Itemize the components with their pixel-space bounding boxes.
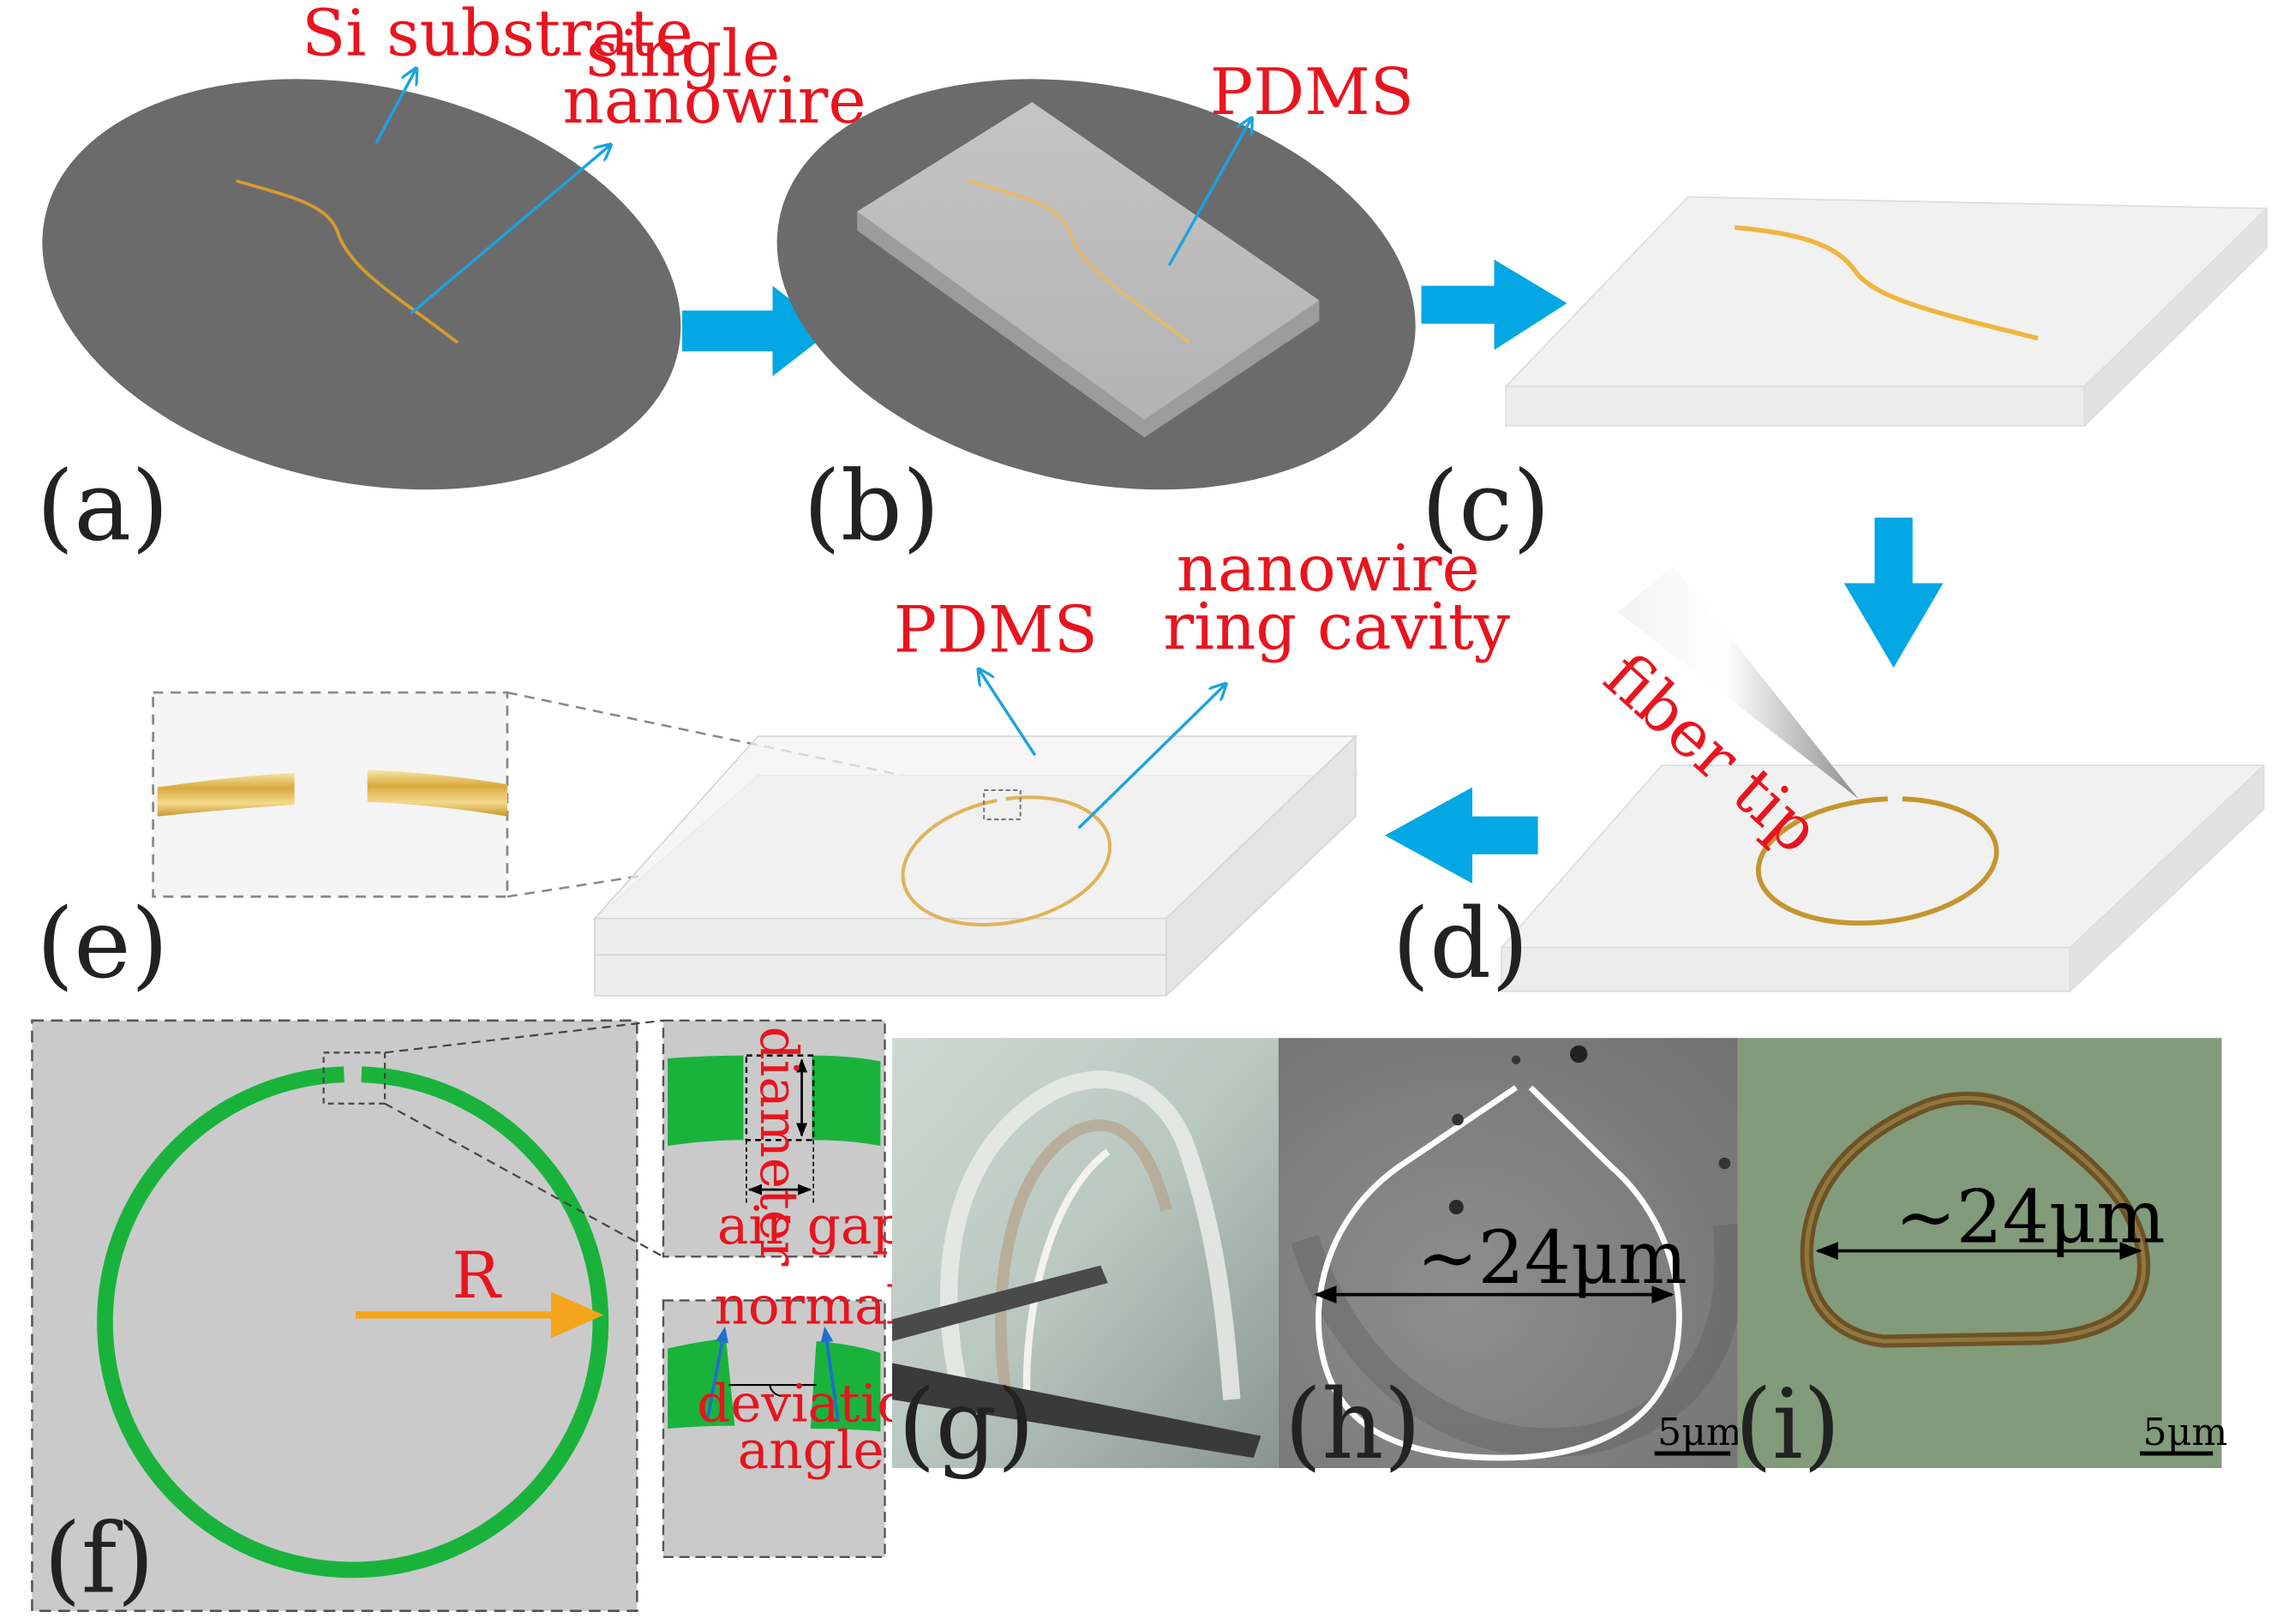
label-diameter: diameter — [748, 1027, 809, 1267]
label-air-gap: air gap — [717, 1196, 906, 1256]
scale-label-h: 5μm — [1657, 1411, 1742, 1454]
label-pdms-b: PDMS — [1210, 55, 1414, 129]
fiber-tip-cone — [1618, 566, 1859, 800]
process-arrow-bc — [1421, 259, 1567, 351]
panel-a: Si substrate single nanowire (a) — [37, 0, 866, 562]
label-ring-cavity: ring cavity — [1163, 590, 1510, 664]
pdms-c-front — [1505, 386, 2086, 427]
normal-arrow-right — [820, 1326, 840, 1422]
callout-ring-cavity — [1077, 686, 1225, 830]
panel-c: (c) — [1421, 195, 2269, 562]
inset-top-wire-left — [668, 1055, 744, 1147]
sem-dot-1 — [1570, 1045, 1588, 1064]
meas-label-i: ~24μm — [1895, 1175, 2165, 1260]
label-nanowire: nanowire — [563, 63, 866, 138]
panel-label-g: (g) — [898, 1369, 1034, 1481]
label-R: R — [452, 1238, 502, 1313]
meas-label-h: ~24μm — [1417, 1216, 1687, 1301]
tweezer-upper — [892, 1265, 1108, 1342]
nanowire-b — [968, 179, 1191, 345]
inset-deviation-angle: normal deviation angle — [662, 1276, 943, 1558]
panel-h-sem: ~24μm 5μm (h) — [1278, 1038, 1744, 1481]
panel-g-photo: (g) — [892, 1038, 1279, 1481]
sem-shadow — [1291, 1223, 1744, 1458]
callout-single-nanowire — [410, 146, 609, 315]
callout-si-substrate — [375, 70, 416, 144]
pdms-film-curl-outer — [939, 1070, 1241, 1402]
tweezer-lower — [892, 1363, 1261, 1459]
pdms-e-upper-top — [593, 735, 1358, 920]
panel-label-h: (h) — [1285, 1369, 1422, 1481]
pdms-d-right — [2069, 764, 2265, 993]
nanowire-c — [1734, 225, 2039, 341]
radius-arrowhead — [550, 1291, 604, 1339]
sem-dot-2 — [1511, 1055, 1521, 1064]
label-single: single — [586, 17, 781, 92]
pdms-d-front — [1501, 946, 2071, 992]
pdms-slab-side — [857, 211, 1320, 438]
panel-i-optical: ~24μm 5μm (i) — [1735, 1038, 2227, 1481]
leader-f-top — [384, 1019, 664, 1054]
panel-e: PDMS nanowire ring cavity (e) — [37, 531, 1511, 1000]
callout-pdms-e — [980, 671, 1037, 757]
panel-label-e: (e) — [37, 889, 169, 1000]
label-nanowire-e: nanowire — [1177, 531, 1480, 606]
callout-pdms-b — [1167, 120, 1250, 267]
label-pdms-e: PDMS — [894, 592, 1098, 667]
inset-bottom-wire-right — [810, 1341, 881, 1432]
label-angle: angle — [738, 1420, 884, 1481]
pdms-film-edge — [1022, 1148, 1111, 1422]
zoom-wire-left — [157, 772, 295, 817]
ring-gap-marker — [983, 789, 1022, 821]
panel-b: PDMS (b) — [776, 55, 1416, 562]
zoom-wire-right — [367, 770, 507, 817]
photo-h-bg — [1278, 1038, 1738, 1469]
scale-label-i: 5μm — [2143, 1411, 2228, 1454]
sem-dot-4 — [1448, 1200, 1464, 1215]
inset-diameter-airgap: diameter air gap — [662, 1019, 906, 1267]
panel-label-a: (a) — [37, 451, 170, 562]
panel-f: R (f) — [31, 1019, 664, 1615]
sem-dot-5 — [1718, 1157, 1731, 1170]
ring-i-highlight — [1804, 1095, 2147, 1344]
panel-f-frame — [31, 1019, 638, 1612]
sem-dot-3 — [1452, 1113, 1464, 1126]
normal-arrow-left — [705, 1326, 728, 1422]
panel-label-f: (f) — [44, 1504, 154, 1615]
label-normal: normal — [715, 1276, 903, 1337]
process-arrow-cd — [1843, 517, 1944, 668]
deviation-arc — [769, 1384, 788, 1397]
si-wafer-a — [42, 79, 681, 490]
leader-f-bottom — [384, 1102, 664, 1258]
pdms-c-right — [2083, 207, 2268, 428]
panel-label-d: (d) — [1392, 889, 1528, 1000]
inset-top-wire-right — [812, 1055, 881, 1147]
pdms-e-front — [594, 917, 1167, 997]
inset-top-gap-box — [745, 1054, 815, 1142]
ring-f — [97, 1066, 609, 1579]
nanowire-a — [236, 179, 459, 345]
panel-label-b: (b) — [803, 451, 939, 562]
panel-label-i: (i) — [1735, 1369, 1841, 1481]
panel-d: fiber tip (d) — [1392, 566, 2266, 1000]
process-arrow-de — [1384, 787, 1538, 884]
panel-label-c: (c) — [1421, 451, 1549, 562]
label-si-substrate: Si substrate — [302, 0, 693, 71]
gap-marker-f — [322, 1052, 386, 1105]
ring-d — [1756, 796, 1999, 926]
